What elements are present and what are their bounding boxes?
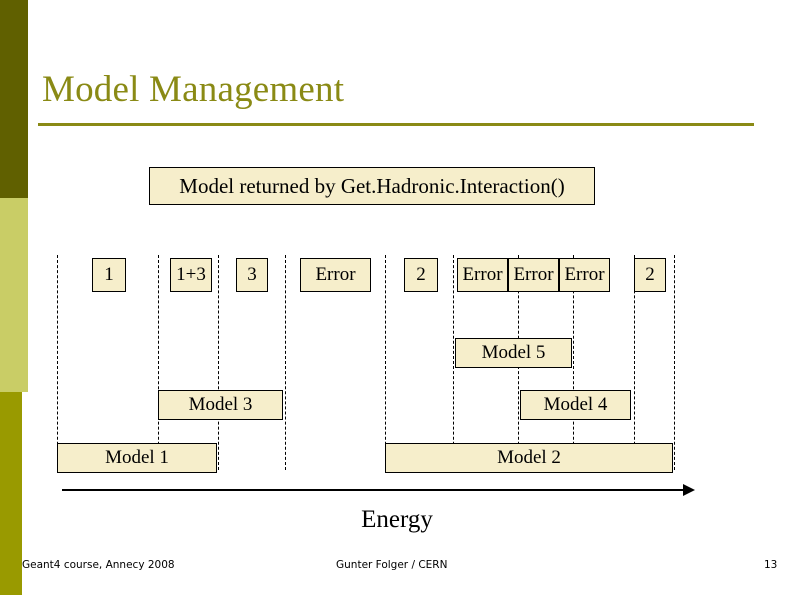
separator-line: [285, 255, 286, 470]
result-box: 1: [92, 258, 126, 292]
separator-line: [573, 255, 574, 470]
model-bar: Model 4: [520, 390, 631, 420]
title-underline: [38, 123, 754, 126]
diagram-caption-box: Model returned by Get.Hadronic.Interacti…: [149, 167, 595, 205]
separator-line: [57, 255, 58, 470]
separator-line: [634, 255, 635, 470]
model-bar: Model 1: [57, 443, 217, 473]
model-bar: Model 3: [158, 390, 283, 420]
decor-band-middle: [0, 198, 28, 392]
separator-line: [385, 255, 386, 470]
decor-band-top: [0, 0, 28, 198]
footer-author-text: Gunter Folger / CERN: [336, 559, 448, 571]
separator-line: [453, 255, 454, 470]
model-bar: Model 2: [385, 443, 673, 473]
result-box: Error: [457, 258, 508, 292]
energy-axis-line: [62, 489, 687, 491]
page-title: Model Management: [42, 69, 345, 110]
separator-line: [674, 255, 675, 470]
result-box: Error: [508, 258, 559, 292]
result-box: 1+3: [170, 258, 212, 292]
separator-line: [218, 255, 219, 470]
energy-axis-arrow-icon: [683, 484, 695, 496]
separator-line: [158, 255, 159, 470]
result-box: Error: [559, 258, 610, 292]
footer-page-number: 13: [764, 559, 778, 571]
result-box: 2: [404, 258, 438, 292]
result-box: Error: [300, 258, 371, 292]
result-box: 3: [236, 258, 268, 292]
decor-band-bottom: [0, 392, 22, 595]
footer-course-text: Geant4 course, Annecy 2008: [22, 559, 175, 571]
result-box: 2: [634, 258, 666, 292]
energy-axis-label: Energy: [361, 506, 433, 533]
model-bar: Model 5: [455, 338, 572, 368]
